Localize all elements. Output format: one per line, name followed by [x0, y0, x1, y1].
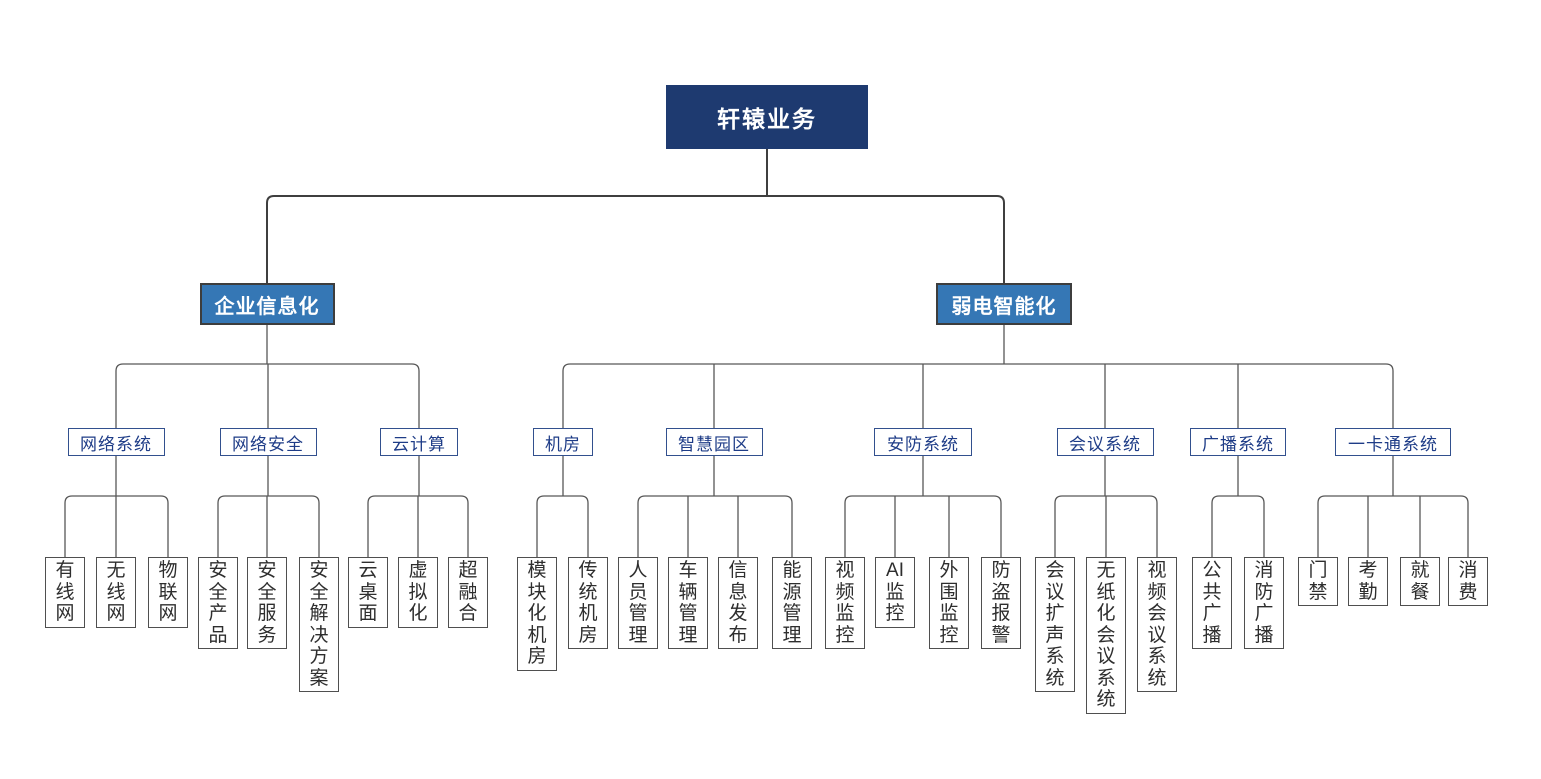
leaf-node-label: 外 围 监 控	[939, 560, 959, 646]
leaf-node-label: 公 共 广 播	[1202, 560, 1222, 646]
leaf-node[interactable]: 就 餐	[1400, 557, 1440, 606]
connector-path	[367, 456, 469, 557]
leaf-node[interactable]: 人 员 管 理	[618, 557, 658, 649]
branch-node-label: 企业信息化	[214, 295, 320, 318]
leaf-node[interactable]: AI 监 控	[875, 557, 915, 628]
category-node[interactable]: 安防系统	[874, 428, 972, 456]
leaf-node-label: 无 纸 化 会 议 系 统	[1096, 560, 1116, 710]
leaf-node[interactable]: 防 盗 报 警	[981, 557, 1021, 649]
category-node[interactable]: 智慧园区	[665, 428, 763, 456]
leaf-node-label: 就 餐	[1410, 560, 1430, 603]
branch-node[interactable]: 弱电智能化	[936, 283, 1072, 325]
leaf-node-label: 消 费	[1458, 560, 1478, 603]
leaf-node[interactable]: 外 围 监 控	[929, 557, 969, 649]
category-node-label: 网络系统	[80, 434, 152, 454]
leaf-node-label: 虚 拟 化	[408, 560, 428, 624]
category-node-label: 广播系统	[1202, 434, 1274, 454]
leaf-node[interactable]: 无 线 网	[96, 557, 136, 628]
leaf-node[interactable]: 无 纸 化 会 议 系 统	[1086, 557, 1126, 714]
leaf-node[interactable]: 安 全 解 决 方 案	[299, 557, 339, 692]
leaf-node-label: 门 禁	[1308, 560, 1328, 603]
leaf-node[interactable]: 视 频 会 议 系 统	[1137, 557, 1177, 692]
leaf-node-label: 车 辆 管 理	[678, 560, 698, 646]
category-node[interactable]: 广播系统	[1190, 428, 1286, 456]
leaf-node-label: 传 统 机 房	[578, 560, 598, 646]
category-node-label: 安防系统	[887, 434, 959, 454]
leaf-node[interactable]: 视 频 监 控	[825, 557, 865, 649]
leaf-node-label: 人 员 管 理	[628, 560, 648, 646]
connector-path	[217, 456, 320, 557]
leaf-node-label: 能 源 管 理	[782, 560, 802, 646]
connector-path	[266, 149, 1005, 283]
leaf-node-label: 视 频 监 控	[835, 560, 855, 646]
leaf-node[interactable]: 车 辆 管 理	[668, 557, 708, 649]
connector-path	[1211, 456, 1265, 557]
category-node-label: 智慧园区	[678, 434, 750, 454]
connector-path	[562, 325, 1394, 428]
root-node-label: 轩辕业务	[717, 106, 817, 132]
connector-path	[64, 456, 169, 557]
leaf-node[interactable]: 能 源 管 理	[772, 557, 812, 649]
category-node[interactable]: 网络安全	[219, 428, 317, 456]
leaf-node[interactable]: 消 费	[1448, 557, 1488, 606]
category-node-label: 网络安全	[232, 434, 304, 454]
leaf-node[interactable]: 安 全 服 务	[247, 557, 287, 649]
leaf-node-label: 安 全 解 决 方 案	[309, 560, 329, 689]
category-node-label: 一卡通系统	[1348, 434, 1438, 454]
leaf-node[interactable]: 信 息 发 布	[718, 557, 758, 649]
leaf-node[interactable]: 公 共 广 播	[1192, 557, 1232, 649]
branch-node-label: 弱电智能化	[951, 295, 1057, 318]
category-node[interactable]: 云计算	[380, 428, 458, 456]
branch-node[interactable]: 企业信息化	[199, 283, 335, 325]
root-node[interactable]: 轩辕业务	[666, 85, 868, 149]
leaf-node-label: 有 线 网	[55, 560, 75, 624]
leaf-node-label: 安 全 产 品	[208, 560, 228, 646]
leaf-node[interactable]: 超 融 合	[448, 557, 488, 628]
connector-path	[1054, 456, 1158, 557]
leaf-node-label: 视 频 会 议 系 统	[1147, 560, 1167, 689]
leaf-node-label: 会 议 扩 声 系 统	[1045, 560, 1065, 689]
leaf-node-label: AI 监 控	[885, 560, 905, 624]
leaf-node[interactable]: 云 桌 面	[348, 557, 388, 628]
connector-path	[637, 456, 793, 557]
leaf-node-label: 物 联 网	[158, 560, 178, 624]
leaf-node[interactable]: 安 全 产 品	[198, 557, 238, 649]
category-node-label: 云计算	[392, 434, 446, 454]
category-node[interactable]: 一卡通系统	[1335, 428, 1451, 456]
connector-path	[115, 325, 420, 428]
leaf-node[interactable]: 虚 拟 化	[398, 557, 438, 628]
category-node[interactable]: 网络系统	[67, 428, 165, 456]
connector-path	[536, 456, 589, 557]
connector-path	[844, 456, 1002, 557]
leaf-node-label: 消 防 广 播	[1254, 560, 1274, 646]
leaf-node[interactable]: 物 联 网	[148, 557, 188, 628]
leaf-node[interactable]: 考 勤	[1348, 557, 1388, 606]
leaf-node[interactable]: 门 禁	[1298, 557, 1338, 606]
category-node-label: 会议系统	[1069, 434, 1141, 454]
leaf-node[interactable]: 模 块 化 机 房	[517, 557, 557, 671]
leaf-node-label: 安 全 服 务	[257, 560, 277, 646]
leaf-node-label: 考 勤	[1358, 560, 1378, 603]
leaf-node-label: 模 块 化 机 房	[527, 560, 547, 667]
connector-path	[1317, 456, 1469, 557]
leaf-node-label: 超 融 合	[458, 560, 478, 624]
leaf-node-label: 信 息 发 布	[728, 560, 748, 646]
leaf-node-label: 云 桌 面	[358, 560, 378, 624]
leaf-node[interactable]: 传 统 机 房	[568, 557, 608, 649]
leaf-node[interactable]: 会 议 扩 声 系 统	[1035, 557, 1075, 692]
leaf-node-label: 无 线 网	[106, 560, 126, 624]
leaf-node[interactable]: 消 防 广 播	[1244, 557, 1284, 649]
leaf-node[interactable]: 有 线 网	[45, 557, 85, 628]
category-node-label: 机房	[545, 434, 581, 454]
category-node[interactable]: 会议系统	[1056, 428, 1154, 456]
category-node[interactable]: 机房	[533, 428, 593, 456]
leaf-node-label: 防 盗 报 警	[991, 560, 1011, 646]
